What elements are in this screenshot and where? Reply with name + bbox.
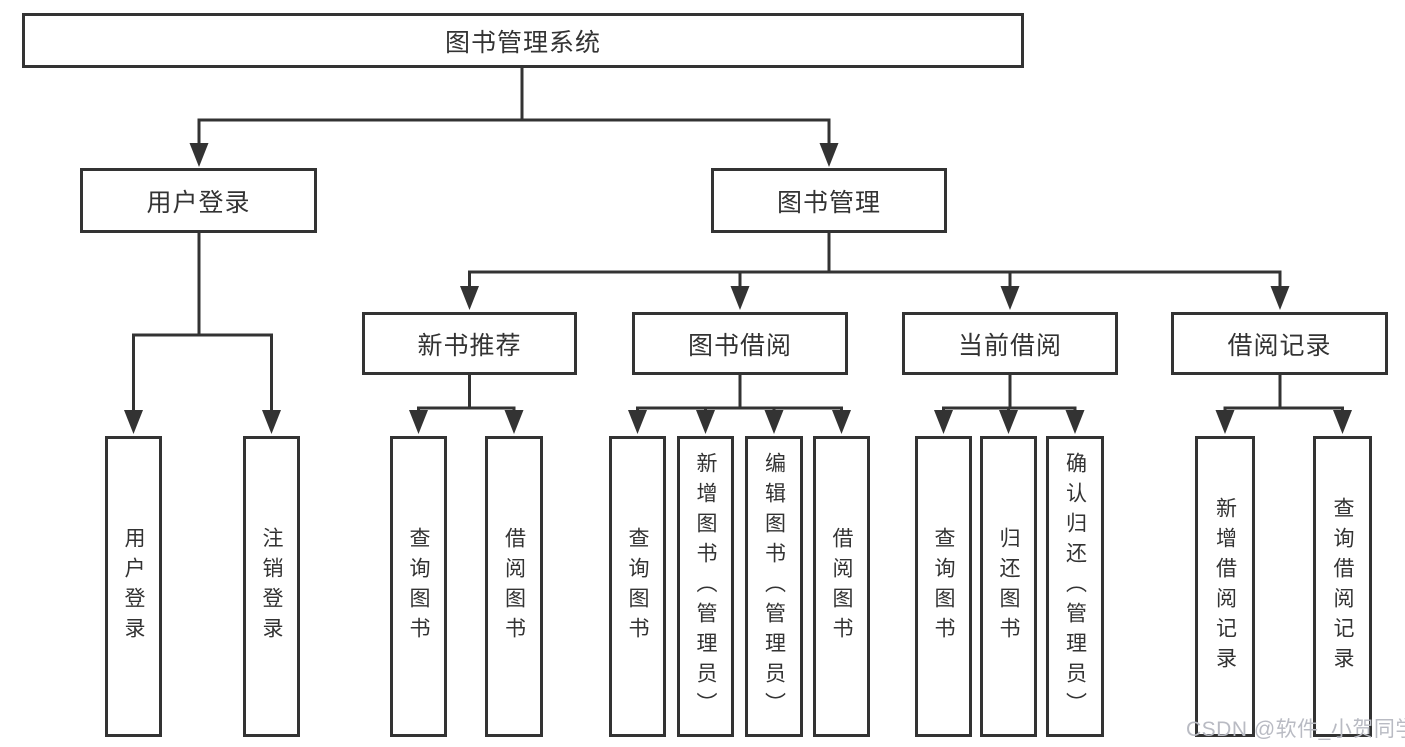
leaf-return-books: 归还图书 — [980, 436, 1037, 737]
leaf-confirm-return-admin-label: 确认归还（管理员） — [1063, 451, 1087, 722]
leaf-edit-books-admin: 编辑图书（管理员） — [745, 436, 803, 737]
node-book-borrowing: 图书借阅 — [632, 312, 848, 375]
leaf-confirm-return-admin: 确认归还（管理员） — [1046, 436, 1104, 737]
watermark: CSDN @软件_小贺同学 — [1186, 718, 1405, 741]
node-current-borrowing-label: 当前借阅 — [957, 331, 1062, 360]
leaf-borrow-books-recommend-label: 借阅图书 — [502, 526, 526, 647]
node-user-login-label: 用户登录 — [146, 188, 251, 217]
leaf-query-books-borrowing: 查询图书 — [609, 436, 666, 737]
node-current-borrowing: 当前借阅 — [902, 312, 1118, 375]
leaf-query-borrow-record-label: 查询借阅记录 — [1331, 496, 1354, 677]
node-user-login: 用户登录 — [80, 168, 317, 233]
node-new-book-recommend-label: 新书推荐 — [417, 331, 522, 360]
leaf-logout-label: 注销登录 — [260, 526, 283, 647]
leaf-borrow-books-borrowing: 借阅图书 — [813, 436, 870, 737]
leaf-add-borrow-record-label: 新增借阅记录 — [1213, 496, 1237, 677]
leaf-return-books-label: 归还图书 — [997, 526, 1020, 647]
arrowheads — [124, 143, 1352, 434]
node-library-system-label: 图书管理系统 — [444, 28, 601, 57]
leaf-borrow-books-borrowing-label: 借阅图书 — [830, 526, 853, 647]
node-library-system: 图书管理系统 — [22, 13, 1024, 68]
leaf-add-borrow-record: 新增借阅记录 — [1195, 436, 1255, 737]
leaf-query-books-current-label: 查询图书 — [932, 526, 955, 647]
node-book-management-label: 图书管理 — [776, 188, 881, 217]
leaf-add-books-admin-label: 新增图书（管理员） — [694, 451, 717, 722]
leaf-borrow-books-recommend: 借阅图书 — [485, 436, 543, 737]
leaf-logout: 注销登录 — [243, 436, 300, 737]
leaf-query-borrow-record: 查询借阅记录 — [1313, 436, 1372, 737]
leaf-query-books-recommend-label: 查询图书 — [407, 526, 430, 647]
node-borrow-records-label: 借阅记录 — [1227, 331, 1332, 360]
node-book-borrowing-label: 图书借阅 — [687, 331, 792, 360]
leaf-edit-books-admin-label: 编辑图书（管理员） — [762, 451, 786, 722]
leaf-user-login-label: 用户登录 — [122, 526, 145, 647]
node-new-book-recommend: 新书推荐 — [362, 312, 577, 375]
leaf-add-books-admin: 新增图书（管理员） — [677, 436, 734, 737]
leaf-user-login: 用户登录 — [105, 436, 162, 737]
node-book-management: 图书管理 — [711, 168, 947, 233]
node-borrow-records: 借阅记录 — [1171, 312, 1388, 375]
leaf-query-books-recommend: 查询图书 — [390, 436, 447, 737]
leaf-query-books-borrowing-label: 查询图书 — [626, 526, 649, 647]
leaf-query-books-current: 查询图书 — [915, 436, 972, 737]
